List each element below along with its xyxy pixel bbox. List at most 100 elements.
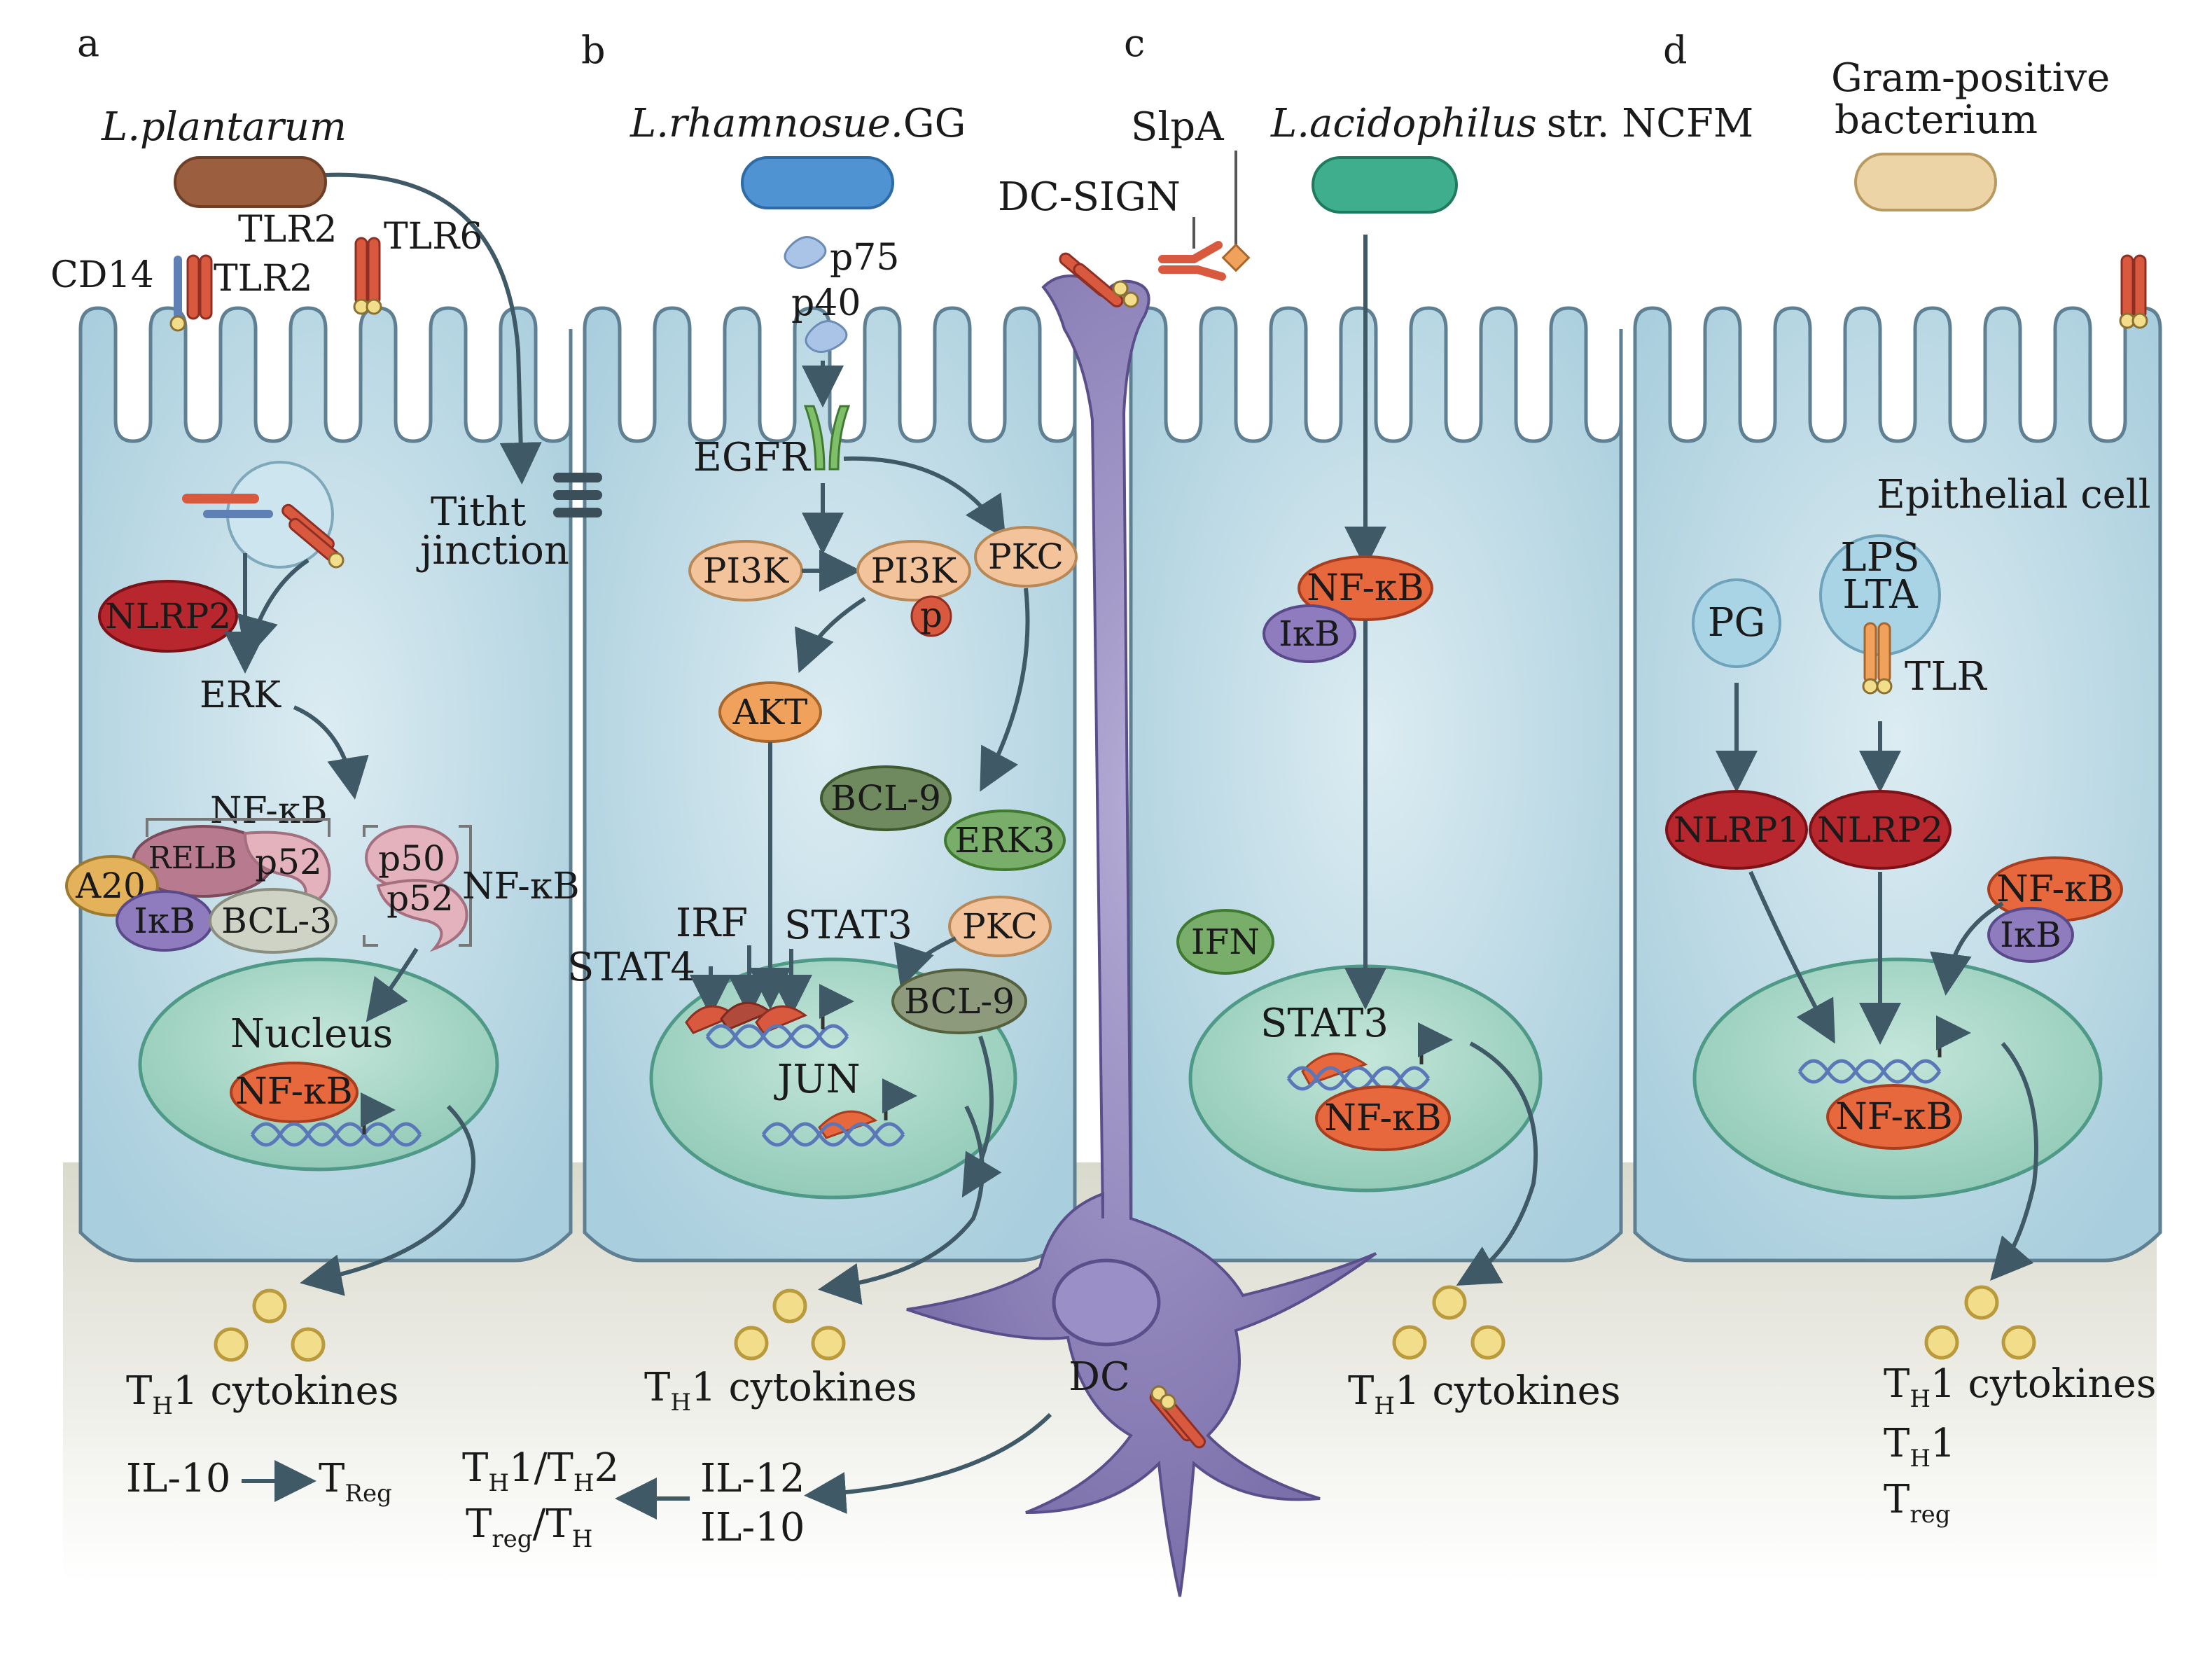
label-slpa: SlpA	[1131, 104, 1224, 150]
arrow-p50-to-nucleus	[366, 947, 419, 1022]
label-erk: ERK	[200, 674, 281, 716]
cytokine-d-3	[2001, 1325, 2036, 1360]
label-nfkb-d: NF-κB	[1996, 868, 2114, 910]
arrow-endosome-to-erk-2	[237, 558, 309, 660]
cytokine-a-1	[252, 1288, 287, 1323]
label-tight-junction-1: Titht	[431, 489, 527, 535]
cytokine-a-3	[291, 1327, 326, 1362]
cytokine-a-2	[214, 1327, 249, 1362]
label-p40: p40	[791, 282, 861, 324]
nfkb-nucleus-a	[230, 1062, 359, 1123]
label-cd14: CD14	[50, 254, 154, 296]
tight-junction	[553, 473, 602, 517]
nfkb-nucleus-d	[1826, 1084, 1962, 1150]
tlr-d	[1862, 622, 1893, 695]
label-irf: IRF	[676, 901, 748, 946]
cytokine-d-2	[1924, 1325, 1959, 1360]
nlrp1	[1665, 790, 1808, 870]
egfr-receptor	[803, 405, 851, 471]
receptor-tlr2-a	[186, 254, 213, 320]
jun-molecule	[818, 1110, 878, 1139]
cytokine-c-3	[1470, 1325, 1505, 1360]
dendritic-cell	[906, 274, 1377, 1597]
label-treg-d: Treg	[1884, 1477, 1951, 1529]
label-th1-d: TH1	[1884, 1421, 1956, 1473]
cytokine-d-1	[1964, 1285, 1999, 1320]
label-egfr: EGFR	[693, 435, 811, 480]
label-p50: p50	[378, 838, 445, 879]
arrow-egfr-to-pkc	[843, 456, 1006, 540]
label-tlr2-top: TLR2	[238, 209, 337, 251]
label-th1-cytokines-c: TH1 cytokines	[1348, 1368, 1620, 1420]
arrow-pkc-to-erk3	[980, 588, 1030, 792]
bcl9-top	[820, 765, 952, 831]
arrow-pi3kp-to-akt	[794, 597, 866, 674]
panel-letter-a: a	[77, 21, 99, 65]
internalized-receptors	[182, 494, 345, 569]
phosphate	[910, 595, 952, 637]
dc-bottom-receptor	[1149, 1385, 1206, 1449]
arrow-nucleus-to-cytokines-d	[1990, 1042, 2038, 1281]
arrow-nucleus-to-cytokines-b	[818, 1105, 985, 1305]
receptor-tlr2-tlr6	[353, 237, 382, 315]
erk3	[944, 809, 1066, 871]
label-ifn: IFN	[1191, 922, 1260, 962]
tss-arrow-b1	[819, 984, 854, 1029]
label-dc-sign: DC-SIGN	[998, 174, 1181, 220]
receptor-d-top	[2119, 254, 2148, 329]
label-treg-th: Treg/TH	[466, 1501, 592, 1553]
label-p: p	[920, 595, 942, 635]
pg-circle	[1692, 578, 1781, 668]
label-nlrp2-a: NLRP2	[105, 596, 231, 637]
label-th1-cytokines-b: TH1 cytokines	[644, 1365, 917, 1417]
slpa-diamond	[1221, 243, 1251, 272]
bacterium-d	[1854, 153, 1997, 211]
label-pi3k: PI3K	[703, 550, 790, 591]
label-nfkb-c: NF-κB	[1307, 567, 1424, 609]
label-bcl9: BCL-9	[830, 778, 941, 819]
label-dc: DC	[1069, 1354, 1130, 1400]
bcl9-bottom	[891, 968, 1027, 1034]
dna-helix-a	[250, 1122, 422, 1147]
arrow-nlrp1-to-nucleus	[1748, 870, 1835, 1044]
receptor-cd14	[169, 256, 186, 332]
bacterium-c	[1312, 156, 1458, 214]
arrow-nfkb-d-to-nucleus	[1930, 901, 2004, 996]
pkc-top	[974, 526, 1078, 588]
label-bcl9-2: BCL-9	[904, 981, 1015, 1022]
label-nfkb-nucleus-a: NF-κB	[235, 1071, 353, 1113]
label-nlrp1: NLRP1	[1674, 809, 1800, 850]
label-p52: p52	[255, 842, 322, 882]
label-jun: JUN	[774, 1057, 861, 1102]
label-il10-a: IL-10	[126, 1456, 231, 1501]
tss-arrow-a	[361, 1092, 396, 1134]
label-p75: p75	[830, 237, 899, 279]
label-nlrp2-d: NLRP2	[1817, 809, 1943, 850]
label-th1-cytokines-a: TH1 cytokines	[126, 1368, 398, 1420]
label-il10-c: IL-10	[700, 1505, 805, 1550]
tf-cluster-b	[685, 1001, 808, 1034]
label-nfkb-nucleus-d: NF-κB	[1835, 1096, 1953, 1138]
label-epithelial-cell: Epithelial cell	[1877, 472, 2151, 517]
label-pg: PG	[1708, 600, 1765, 646]
label-pkc: PKC	[988, 536, 1064, 577]
nfkb-nucleus-c	[1315, 1085, 1451, 1151]
label-il12: IL-12	[700, 1456, 805, 1501]
dc-tlr-receptor	[1059, 252, 1139, 308]
label-ikb-c: IκB	[1279, 613, 1340, 654]
label-tight-junction-2: jinction	[416, 528, 569, 574]
arrow-dc-to-il12	[804, 1412, 1052, 1514]
label-tlr2-bottom: TLR2	[214, 258, 312, 300]
label-pkc2: PKC	[962, 906, 1038, 947]
cytokine-b-3	[811, 1326, 846, 1361]
label-relb: RELB	[148, 840, 237, 876]
dc-sign-receptor	[1158, 241, 1226, 281]
pkc-bottom	[948, 896, 1052, 957]
cytokine-c-2	[1392, 1325, 1427, 1360]
label-stat3-c: STAT3	[1260, 1001, 1389, 1046]
tss-arrow-b2	[882, 1078, 917, 1120]
panel-letter-b: b	[581, 28, 606, 72]
label-tlr-d: TLR	[1905, 654, 1988, 700]
arrow-nucleus-to-cytokines-c	[1456, 1041, 1538, 1286]
label-stat3-b: STAT3	[784, 903, 912, 948]
